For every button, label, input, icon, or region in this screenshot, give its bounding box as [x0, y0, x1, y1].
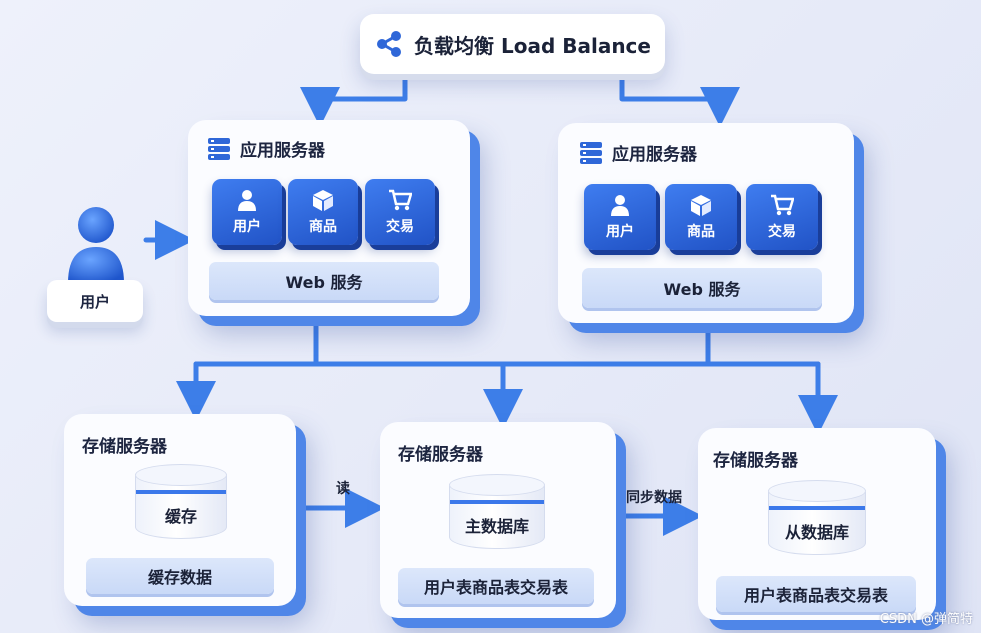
module-label: 交易 — [768, 224, 796, 240]
lb-to-app1-line — [300, 71, 408, 127]
db-label: 从数据库 — [784, 523, 849, 542]
web-service-bar-1: Web 服务 — [209, 262, 439, 300]
master-db-cylinder: 主数据库 — [449, 474, 545, 549]
slave-db-cylinder: 从数据库 — [768, 480, 866, 555]
person-icon — [68, 207, 124, 283]
db-label: 缓存 — [164, 507, 197, 526]
storage-server-title-1: 存储服务器 — [82, 432, 167, 457]
box-icon — [313, 190, 333, 211]
storage-footer-label: 用户表商品表交易表 — [743, 586, 888, 605]
module-tile-trade: 交易 — [746, 184, 818, 250]
module-tile-user: 用户 — [584, 184, 656, 250]
module-tile-product: 商品 — [288, 179, 358, 245]
db-label: 主数据库 — [464, 517, 529, 536]
user-actor-label-box: 用户 — [47, 280, 143, 322]
module-label: 交易 — [386, 219, 414, 235]
box-icon — [691, 195, 711, 216]
app-server-header-2: 应用服务器 — [580, 140, 697, 165]
web-service-label: Web 服务 — [285, 273, 363, 292]
storage-footer-bar-1: 缓存数据 — [86, 558, 274, 594]
load-balancer-box: 负载均衡 Load Balance — [360, 14, 665, 74]
web-service-label: Web 服务 — [663, 280, 741, 299]
user-icon — [238, 190, 256, 211]
user-icon — [611, 195, 629, 216]
server-icon — [208, 137, 230, 160]
user-actor-label: 用户 — [79, 292, 110, 311]
storage-footer-bar-2: 用户表商品表交易表 — [398, 568, 594, 604]
watermark: CSDN @弹简特 — [879, 612, 973, 627]
app-to-storage-bus — [193, 317, 821, 367]
storage-server-title: 存储服务器 — [398, 445, 483, 465]
storage-server-title: 存储服务器 — [82, 437, 167, 457]
cache-db-cylinder: 缓存 — [135, 464, 227, 539]
server-icon — [580, 141, 602, 164]
cart-icon — [771, 194, 794, 216]
sync-edge-label: 同步数据 — [626, 490, 682, 506]
storage-server-title: 存储服务器 — [713, 451, 798, 471]
lb-to-app2-line — [619, 71, 740, 127]
module-tile-user: 用户 — [212, 179, 282, 245]
storage-footer-label: 缓存数据 — [147, 568, 212, 587]
module-label: 商品 — [687, 224, 715, 240]
share-nodes-icon — [377, 31, 401, 57]
module-tile-product: 商品 — [665, 184, 737, 250]
module-label: 商品 — [309, 219, 337, 235]
app-server-header-1: 应用服务器 — [208, 136, 325, 161]
storage-footer-bar-3: 用户表商品表交易表 — [716, 576, 916, 612]
read-edge-label: 读 — [336, 481, 350, 497]
module-label: 用户 — [233, 219, 261, 235]
storage-server-title-2: 存储服务器 — [398, 440, 483, 465]
module-label: 用户 — [606, 224, 634, 240]
cart-icon — [389, 189, 412, 211]
storage-server-title-3: 存储服务器 — [713, 446, 798, 471]
load-balancer-label: 负载均衡 Load Balance — [414, 33, 651, 58]
app-server-title: 应用服务器 — [240, 141, 325, 161]
module-tile-trade: 交易 — [365, 179, 435, 245]
app-server-title: 应用服务器 — [612, 145, 697, 165]
web-service-bar-2: Web 服务 — [582, 268, 822, 308]
storage-footer-label: 用户表商品表交易表 — [423, 578, 568, 597]
